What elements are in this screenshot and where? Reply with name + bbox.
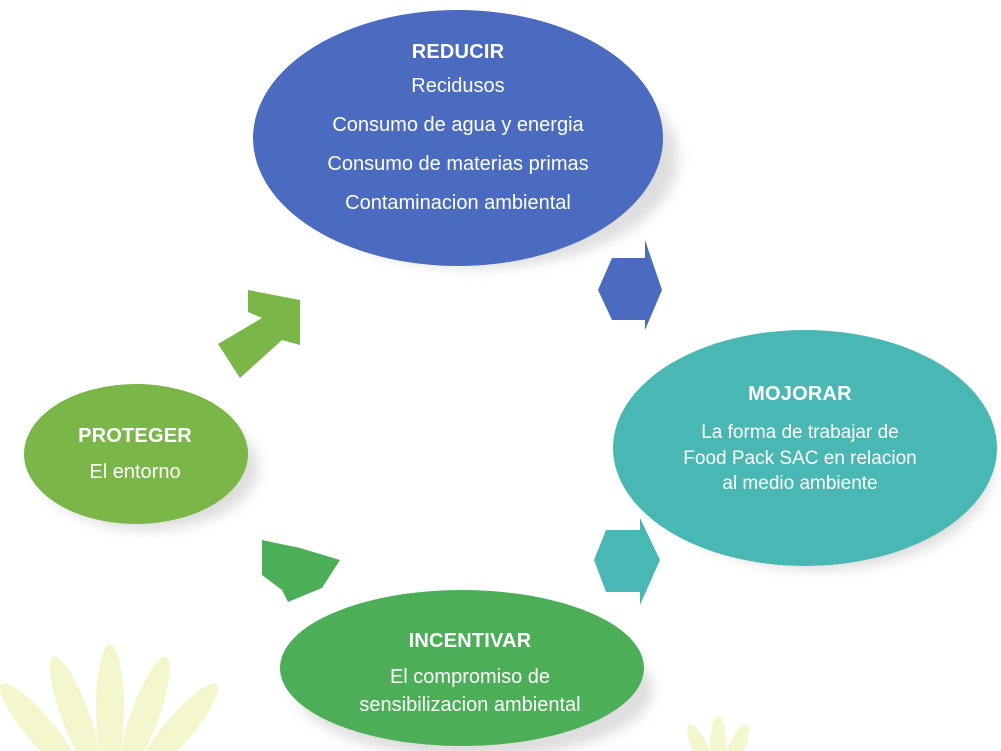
mejorar-line: al medio ambiente (722, 473, 878, 495)
incentivar-title: INCENTIVAR (408, 629, 532, 652)
reducir-line: Contaminacion ambiental (345, 191, 571, 214)
mejorar-ellipse (613, 330, 997, 566)
proteger-node: PROTEGER El entorno (30, 400, 240, 510)
arrow-incentivar-to-proteger (262, 540, 340, 602)
mejorar-line: La forma de trabajar de (701, 422, 899, 444)
arrow-reducir-to-mejorar (598, 240, 662, 330)
reducir-title: REDUCIR (411, 40, 505, 63)
incentivar-line: El compromiso de (389, 665, 551, 688)
mejorar-title: MOJORAR (748, 383, 852, 406)
reducir-line: Recidusos (411, 74, 505, 97)
incentivar-ellipse (280, 590, 644, 746)
reducir-node: REDUCIR Recidusos Consumo de agua y ener… (258, 12, 658, 244)
reducir-line: Consumo de materias primas (327, 152, 589, 175)
proteger-ellipse (24, 384, 248, 524)
reducir-line: Consumo de agua y energia (332, 113, 584, 136)
arrow-proteger-to-reducir (218, 290, 300, 378)
mejorar-node: MOJORAR La forma de trabajar de Food Pac… (630, 360, 970, 520)
incentivar-line: sensibilizacion ambiental (359, 693, 581, 716)
proteger-line: El entorno (89, 461, 181, 483)
mejorar-line: Food Pack SAC en relacion (683, 447, 917, 469)
watermark-leaves (0, 644, 750, 751)
arrow-mejorar-to-incentivar (594, 518, 660, 605)
reducir-ellipse (253, 10, 663, 266)
proteger-title: PROTEGER (78, 425, 192, 447)
incentivar-node: INCENTIVAR El compromiso de sensibilizac… (290, 612, 650, 736)
